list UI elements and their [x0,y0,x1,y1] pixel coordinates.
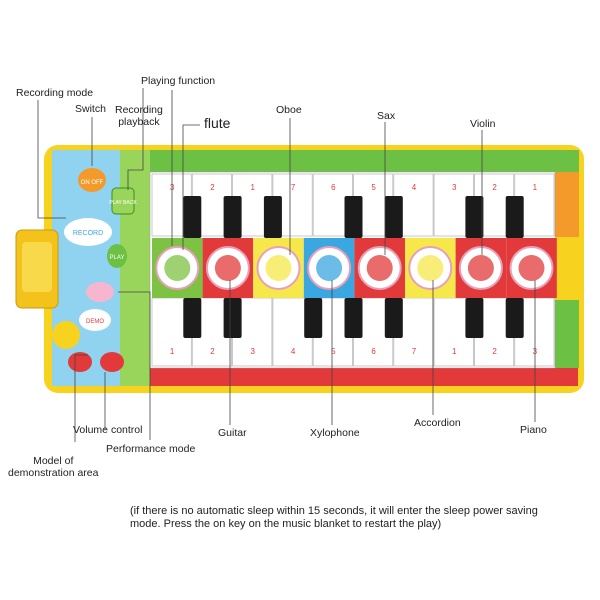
key-top-number: 5 [371,183,376,192]
leader-flute [182,124,200,250]
playback-label: PLAY BACK [109,200,137,206]
mat-top-band [52,150,579,172]
label-switch: Switch [75,103,106,115]
oboe-monkey-figure [265,255,292,281]
key-top-number: 2 [492,183,497,192]
violin-bear-figure [467,255,494,281]
guitar-zebra-figure [214,255,241,281]
black-key-top[interactable] [505,196,524,238]
leader-recording-mode [37,100,66,219]
black-key-top[interactable] [183,196,202,238]
key-bottom-number: 2 [210,347,215,356]
label-sax: Sax [377,110,396,122]
key-bottom-number: 4 [291,347,296,356]
key-top-number: 3 [452,183,457,192]
key-top-number: 2 [210,183,215,192]
label-violin: Violin [470,118,496,130]
label-oboe: Oboe [276,104,302,116]
key-bottom-number: 2 [492,347,497,356]
demo-area-cloud [86,282,114,302]
leader-recording-playback [127,88,144,190]
play-button[interactable] [107,244,127,268]
key-bottom-number: 1 [452,347,457,356]
key-top-number: 6 [331,183,336,192]
mat-bottom-band [150,368,578,386]
sleep-mode-note: (if there is no automatic sleep within 1… [130,505,538,530]
black-key-bottom[interactable] [223,298,242,338]
key-bottom-number: 7 [412,347,417,356]
sun-icon [52,321,80,349]
label-recording-mode: Recording mode [16,87,94,99]
leader-performance-mode [118,291,151,440]
key-bottom-number: 3 [251,347,256,356]
label-model-demo: Model of demonstration area [8,455,99,479]
black-key-bottom[interactable] [304,298,323,338]
label-flute: flute [204,115,231,131]
play-label: PLAY [110,255,125,261]
demo-button[interactable] [79,309,111,331]
black-key-top[interactable] [223,196,242,238]
black-key-top[interactable] [263,196,282,238]
label-piano: Piano [520,424,547,436]
label-performance-mode: Performance mode [106,443,196,455]
black-key-bottom[interactable] [183,298,202,338]
on-off-button[interactable] [78,168,106,192]
key-top-number: 4 [412,183,417,192]
record-button[interactable] [64,218,112,246]
key-top-number: 3 [170,183,175,192]
label-accordion: Accordion [414,417,461,429]
key-bottom-number: 1 [170,347,175,356]
black-key-bottom[interactable] [465,298,484,338]
piano-hippo-figure [518,255,545,281]
black-key-bottom[interactable] [384,298,403,338]
black-key-top[interactable] [344,196,363,238]
mat-right-green [555,300,579,368]
key-top-number: 1 [533,183,538,192]
flute-frog-figure [164,255,191,281]
key-bottom-number: 6 [371,347,376,356]
playback-button[interactable] [111,187,135,215]
key-top-number: 7 [291,183,296,192]
black-key-top[interactable] [384,196,403,238]
label-guitar: Guitar [218,427,247,439]
mat-right-orange [555,172,579,237]
sax-elephant-figure [366,255,393,281]
key-bottom-number: 5 [331,347,336,356]
black-key-bottom[interactable] [505,298,524,338]
xylophone-crocodile-figure [316,255,343,281]
label-xylophone: Xylophone [310,427,360,439]
leader-model-demo [74,354,88,442]
demo-label: DEMO [86,319,104,325]
label-playing-function: Playing function [141,75,216,87]
on-off-label: ON OFF [81,180,104,186]
black-key-top[interactable] [465,196,484,238]
volume-button[interactable] [100,352,124,372]
speaker-grill [22,242,52,292]
label-volume-control: Volume control [73,424,143,436]
accordion-lion-figure [417,255,444,281]
record-label: RECORD [73,230,103,237]
black-key-bottom[interactable] [344,298,363,338]
key-top-number: 1 [251,183,256,192]
label-recording-playback: Recording playback [115,104,163,128]
volume-button-down[interactable] [68,352,92,372]
